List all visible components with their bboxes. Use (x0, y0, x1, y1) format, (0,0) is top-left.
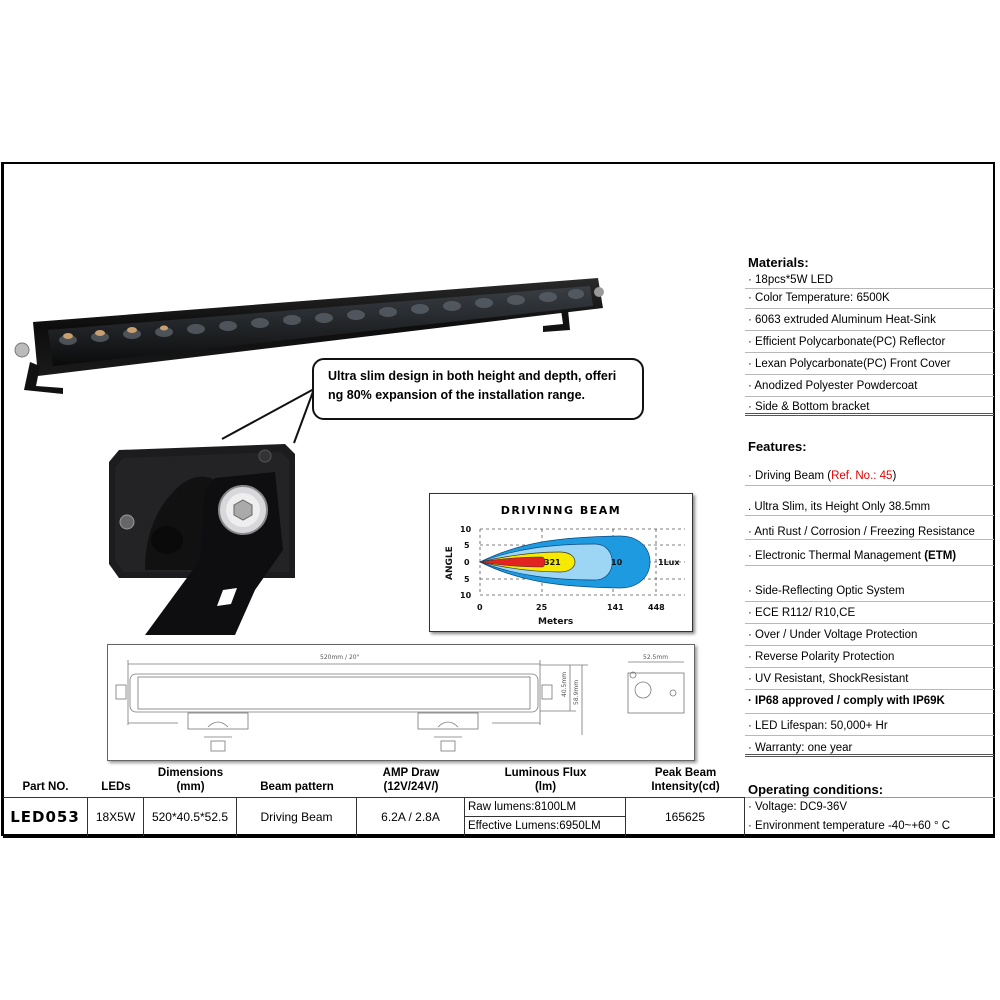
svg-text:ANGLE: ANGLE (445, 546, 455, 580)
operating-item: · Environment temperature -40~+60 ° C (748, 820, 951, 832)
cell-effective-lumens: Effective Lumens:6950LM (465, 817, 626, 836)
beam-pattern-chart: DRIVINNG BEAM 321 10 1Lux 10 5 0 5 10 0 25 1… (429, 493, 693, 632)
material-item: · Efficient Polycarbonate(PC) Reflector (745, 331, 994, 353)
cell-beam-pattern: Driving Beam (237, 798, 357, 836)
header-amp-draw: AMP Draw(12V/24V/) (382, 767, 440, 793)
svg-text:10: 10 (460, 525, 472, 534)
cell-dimensions: 520*40.5*52.5 (144, 798, 237, 836)
table-top-border (3, 797, 745, 798)
height-dimension: 40.5mm (561, 672, 568, 697)
depth-dimension: 52.5mm (643, 654, 668, 661)
cell-raw-lumens: Raw lumens:8100LM (465, 798, 626, 817)
svg-text:5: 5 (464, 575, 470, 584)
feature-item: · IP68 approved / comply with IP69K (745, 690, 994, 714)
svg-text:448: 448 (648, 603, 665, 612)
svg-text:Meters: Meters (538, 617, 573, 627)
beam-chart-plot: 321 10 1Lux 10 5 0 5 10 0 25 141 448 Meters A… (445, 525, 685, 627)
svg-text:0: 0 (464, 558, 470, 567)
feature-item: . Ultra Slim, its Height Only 38.5mm (745, 486, 994, 516)
light-bar-photo (14, 278, 604, 394)
operating-item: · Voltage: DC9-36V (748, 801, 848, 813)
material-item: · Color Temperature: 6500K (745, 289, 994, 309)
cell-amp-draw: 6.2A / 2.8A (357, 798, 465, 836)
svg-text:10: 10 (460, 591, 472, 600)
callout-line-1: Ultra slim design in both height and dep… (328, 369, 617, 383)
length-dimension: 520mm / 20" (320, 654, 360, 661)
svg-text:141: 141 (607, 603, 624, 612)
feature-item: · Side-Reflecting Optic System (745, 566, 994, 602)
header-leds: LEDs (101, 781, 131, 793)
material-item: · 6063 extruded Aluminum Heat-Sink (745, 309, 994, 331)
feature-item: · LED Lifespan: 50,000+ Hr (745, 714, 994, 736)
feature-item: · UV Resistant, ShockResistant (745, 668, 994, 690)
svg-text:0: 0 (477, 603, 483, 612)
svg-text:5: 5 (464, 541, 470, 550)
ref-number: Ref. No.: 45 (831, 470, 893, 482)
feature-item: · ECE R112/ R10,CE (745, 602, 994, 624)
beam-chart-title: DRIVINNG BEAM (500, 504, 622, 517)
material-item: · Anodized Polyester Powdercoat (745, 375, 994, 397)
cell-part-no: LED053 (3, 798, 88, 836)
material-item: · 18pcs*5W LED (745, 273, 994, 289)
feature-etm: · Electronic Thermal Management (ETM) (745, 540, 994, 566)
table-bottom-border (3, 836, 995, 838)
beam-label-321: 321 (544, 558, 561, 567)
cell-leds: 18X5W (88, 798, 144, 836)
header-luminous-flux: Luminous Flux(lm) (504, 767, 587, 793)
feature-item: · Reverse Polarity Protection (745, 646, 994, 668)
cell-peak-intensity: 165625 (626, 798, 745, 836)
end-cap-photo (109, 444, 295, 635)
material-item: · Lexan Polycarbonate(PC) Front Cover (745, 353, 994, 375)
drawing-front-view: 520mm / 20" 40.5mm 58.9mm 52.5mm (115, 654, 685, 752)
svg-text:25: 25 (536, 603, 548, 612)
feature-item: · Warranty: one year (745, 736, 994, 757)
material-item: · Side & Bottom bracket (745, 397, 994, 416)
feature-item: · Over / Under Voltage Protection (745, 624, 994, 646)
divider (745, 797, 995, 798)
operating-title: Operating conditions: (748, 782, 884, 797)
header-beam-pattern: Beam pattern (260, 781, 334, 793)
beam-label-1lux: 1Lux (658, 558, 680, 567)
feature-item: · Anti Rust / Corrosion / Freezing Resis… (745, 516, 994, 540)
callout-line-2: ng 80% expansion of the installation ran… (328, 388, 585, 402)
technical-drawing: 520mm / 20" 40.5mm 58.9mm 52.5mm (107, 644, 695, 761)
materials-title: Materials: (748, 255, 809, 270)
header-dimensions: Dimensions(mm) (157, 767, 224, 793)
total-height-dimension: 58.9mm (573, 680, 580, 705)
feature-driving-beam: · Driving Beam (Ref. No.: 45) (745, 456, 994, 486)
header-part-no: Part NO. (22, 781, 69, 793)
beam-label-10: 10 (611, 558, 623, 567)
callout-box: Ultra slim design in both height and dep… (312, 358, 644, 420)
callout-pointer (221, 388, 315, 444)
features-title: Features: (748, 439, 807, 454)
spec-sheet-frame (1, 162, 995, 836)
